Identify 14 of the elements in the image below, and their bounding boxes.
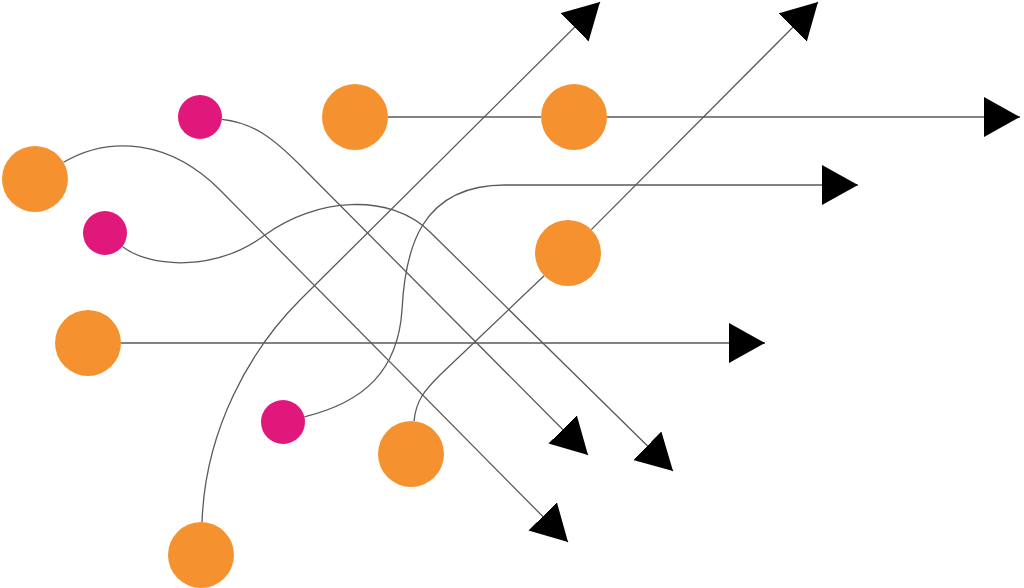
- arrow: [590, 1, 819, 231]
- arrow: [303, 165, 859, 418]
- arrow: [62, 145, 569, 543]
- arrow: [121, 204, 674, 472]
- connector-line: [413, 275, 545, 422]
- arrow: [221, 118, 589, 456]
- arrow: [606, 97, 1021, 137]
- small-dot: [83, 211, 127, 255]
- connector-line: [387, 116, 542, 118]
- large-dot: [535, 220, 601, 286]
- small-dot: [178, 95, 222, 139]
- arrow: [120, 323, 766, 363]
- arrow: [201, 1, 601, 523]
- small-dot: [261, 400, 305, 444]
